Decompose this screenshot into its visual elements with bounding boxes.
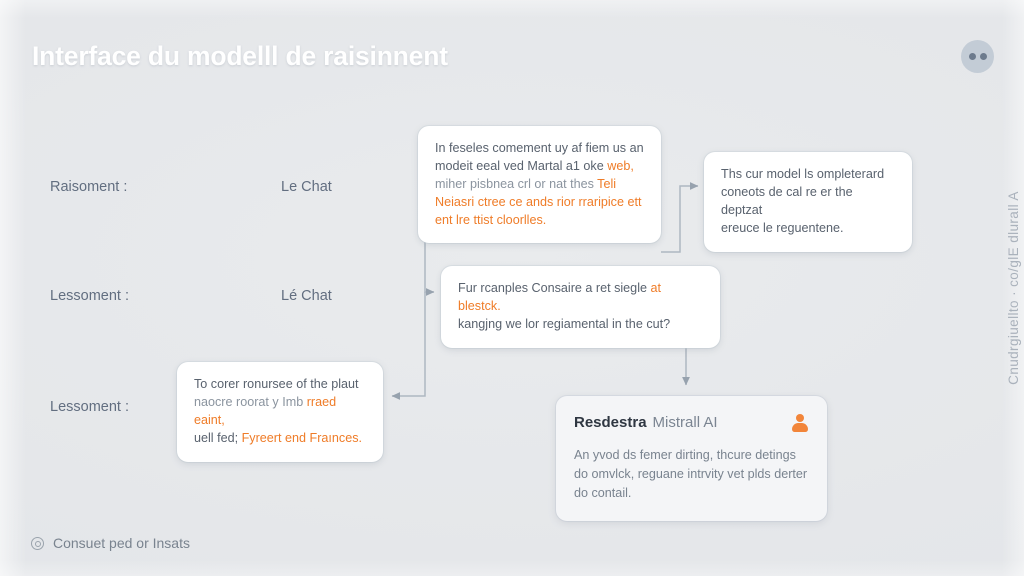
footer[interactable]: Consuet ped or Insats (31, 535, 190, 551)
agent-subtitle: Mistrall AI (652, 414, 718, 431)
card-top-accent-web: web, (607, 158, 634, 173)
card-right-line-3: ereuce le reguentene. (721, 220, 844, 235)
card-left-accent-2: Fyreert end Fraınces. (241, 430, 362, 445)
two-dots-icon[interactable] (961, 40, 994, 73)
connector-top-to-right (661, 182, 699, 253)
card-middle-accent: at blestck. (458, 281, 662, 313)
card-top-line-3: miher pisbnea crl or nat thes (435, 176, 598, 191)
card-left-line-2: naocre roorat y Imb (194, 394, 307, 409)
card-right-line-2: coneots de cal re er the deptzat (721, 184, 853, 217)
spiral-circle-icon (31, 536, 44, 550)
card-top-line-4: Neiasri ctree ce ands rior rraripice ett (435, 194, 642, 209)
step-value-2: Lé Chat (281, 288, 332, 304)
agent-name: Resdestra (574, 414, 647, 431)
card-left-line-1: To corer ronursee of the plaut (194, 377, 359, 391)
footer-label: Consuet ped or Insats (53, 535, 190, 551)
dot-left (968, 53, 976, 60)
card-top-accent-teli: Teli (597, 176, 617, 191)
connector-spine-to-left (391, 292, 426, 400)
card-top-line-5: ent lre ttist cloorlles. (435, 212, 547, 227)
reasoning-card-right[interactable]: Ths cur model ls ompleterard coneots de … (704, 152, 912, 252)
card-middle-line-2: kangjng we lor regiamental in the cut? (458, 316, 671, 331)
user-icon-head (796, 413, 804, 422)
user-icon (791, 413, 809, 432)
step-label-1: Raisoment : (50, 179, 128, 195)
card-left-line-3: uell fed; (194, 430, 242, 445)
dot-right (979, 53, 987, 60)
user-icon-body (792, 422, 808, 432)
connector-top-to-middle (424, 238, 435, 296)
card-right-line-1: Ths cur model ls ompleterard (721, 167, 885, 181)
card-top-line-1: In feseles comement uy af fiem us an (435, 141, 644, 155)
agent-response-card[interactable]: Resdestra Mistrall AI An yvod ds femer d… (556, 396, 827, 521)
reasoning-card-top[interactable]: In feseles comement uy af fiem us an mod… (418, 126, 661, 244)
reasoning-card-left[interactable]: To corer ronursee of the plaut naocre ro… (177, 362, 383, 462)
agent-line-1: An yvod ds femer dirting, thcure detings (574, 448, 796, 463)
step-label-3: Lessoment : (50, 399, 129, 415)
step-value-1: Le Chat (281, 179, 332, 195)
card-left-accent-1: rraed eaint, (194, 394, 337, 427)
step-label-2: Lessoment : (50, 288, 129, 304)
agent-header: Resdestra Mistrall AI (574, 412, 809, 433)
card-top-line-2: modeit eeal ved Martal a1 oke (435, 158, 608, 173)
card-middle-line-1: Fur rcanples Consaire a ret siegle (458, 281, 651, 295)
reasoning-card-middle[interactable]: Fur rcanples Consaire a ret siegle at bl… (441, 266, 720, 348)
agent-line-3: do contail. (574, 486, 632, 501)
agent-line-2: do omvlck, reguane intrvity vet plds der… (574, 467, 808, 482)
agent-body: An yvod ds femer dirting, thcure detings… (574, 446, 809, 503)
side-caption: Cnudrgiuellto · co/glE dlurall A (1006, 191, 1021, 385)
page-title: Interface du modelll de raisinnent (32, 41, 448, 71)
